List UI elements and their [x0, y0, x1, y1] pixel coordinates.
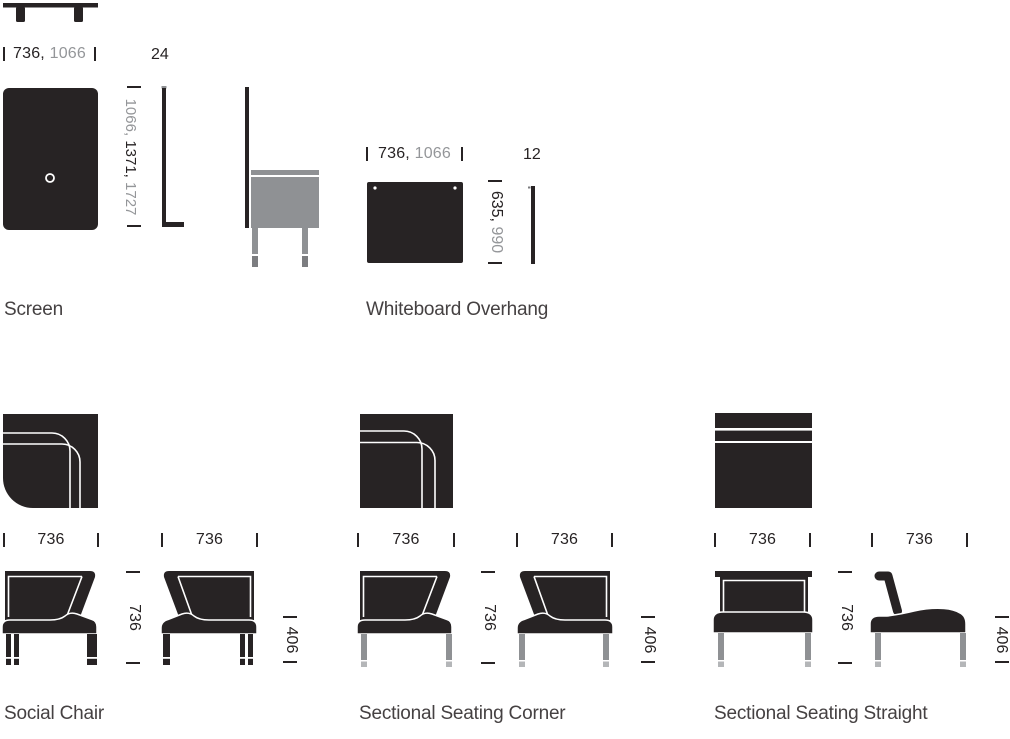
sectional-corner-front-view-drawing — [356, 571, 453, 667]
dim-tick — [94, 47, 96, 61]
social-chair-height-dimension: 736 — [126, 604, 143, 631]
sectional-corner-top-view-drawing — [360, 414, 453, 508]
dim-tick — [161, 533, 163, 547]
dim-tick — [452, 533, 455, 547]
whiteboard-width-value: 736, 1066 — [378, 145, 451, 162]
dim-tick — [641, 661, 655, 663]
dim-tick — [610, 533, 613, 547]
dim-tick — [127, 225, 141, 227]
dim-tick — [488, 180, 502, 182]
sectional-corner-front-width-dimension: 736 — [357, 531, 455, 548]
whiteboard-label: Whiteboard Overhang — [366, 299, 549, 320]
dim-tick — [96, 533, 99, 547]
social-chair-side-depth-dimension: 736 — [161, 531, 258, 548]
sectional-corner-seat-height-dimension: 406 — [641, 626, 658, 654]
dim-tick — [714, 533, 716, 547]
dim-value: 736 — [905, 531, 934, 548]
sectional-straight-front-width-dimension: 736 — [714, 531, 811, 548]
screen-height-dimension: 1066, 1371, 1727 — [122, 98, 139, 216]
social-chair-label: Social Chair — [4, 703, 105, 724]
social-chair-top-view-drawing — [3, 414, 98, 508]
screen-on-desk-side-view-drawing — [245, 87, 319, 267]
dim-tick — [366, 147, 368, 161]
dim-value: 736 — [37, 531, 65, 548]
social-chair-front-view-drawing — [1, 571, 98, 665]
sectional-straight-label: Sectional Seating Straight — [714, 703, 928, 724]
social-chair-seat-height-dimension: 406 — [283, 626, 300, 654]
dim-tick — [283, 616, 297, 618]
dim-tick — [965, 533, 968, 547]
screen-front-partial-drawing — [3, 3, 98, 22]
sectional-straight-side-depth-dimension: 736 — [871, 531, 968, 548]
dim-tick — [481, 662, 495, 664]
dim-tick — [3, 47, 5, 61]
dim-tick — [127, 86, 141, 88]
dim-tick — [516, 533, 518, 547]
dim-tick — [488, 262, 502, 264]
whiteboard-side-view-drawing — [528, 186, 535, 264]
whiteboard-height-dimension: 635, 990 — [488, 190, 505, 254]
whiteboard-depth-dimension: 12 — [523, 146, 541, 163]
dim-tick — [838, 662, 852, 664]
dim-tick — [126, 571, 140, 573]
screen-width-value: 736, 1066 — [13, 45, 86, 62]
screen-depth-dimension: 24 — [151, 46, 169, 63]
dim-tick — [461, 147, 463, 161]
dim-tick — [838, 571, 852, 573]
dim-tick — [995, 661, 1009, 663]
screen-label: Screen — [4, 299, 64, 320]
dim-tick — [357, 533, 359, 547]
sectional-corner-side-view-drawing — [516, 571, 614, 667]
sectional-straight-side-view-drawing — [869, 571, 967, 667]
dim-tick — [126, 662, 140, 664]
screen-top-view-drawing — [3, 88, 98, 230]
screen-side-view-drawing — [161, 86, 184, 227]
social-chair-side-view-drawing — [160, 571, 258, 665]
dim-tick — [3, 533, 5, 547]
sectional-straight-height-dimension: 736 — [838, 604, 855, 631]
dim-value: 736 — [195, 531, 224, 548]
sectional-straight-front-view-drawing — [712, 571, 814, 667]
screen-width-dimension: 736, 1066 — [3, 45, 96, 62]
dim-tick — [995, 616, 1009, 618]
dim-tick — [255, 533, 258, 547]
sectional-straight-seat-height-dimension: 406 — [993, 626, 1010, 654]
dim-tick — [641, 616, 655, 618]
sectional-corner-label: Sectional Seating Corner — [359, 703, 566, 724]
sectional-straight-top-view-drawing — [715, 413, 812, 508]
whiteboard-front-view-drawing — [367, 182, 463, 263]
dim-value: 736 — [550, 531, 579, 548]
social-chair-front-width-dimension: 736 — [3, 531, 99, 548]
dim-value: 736 — [748, 531, 777, 548]
sectional-corner-side-depth-dimension: 736 — [516, 531, 613, 548]
whiteboard-width-dimension: 736, 1066 — [366, 145, 463, 162]
dim-tick — [481, 571, 495, 573]
sectional-corner-height-dimension: 736 — [481, 604, 498, 631]
dim-tick — [808, 533, 811, 547]
dim-value: 736 — [392, 531, 420, 548]
dim-tick — [283, 661, 297, 663]
dim-tick — [871, 533, 873, 547]
